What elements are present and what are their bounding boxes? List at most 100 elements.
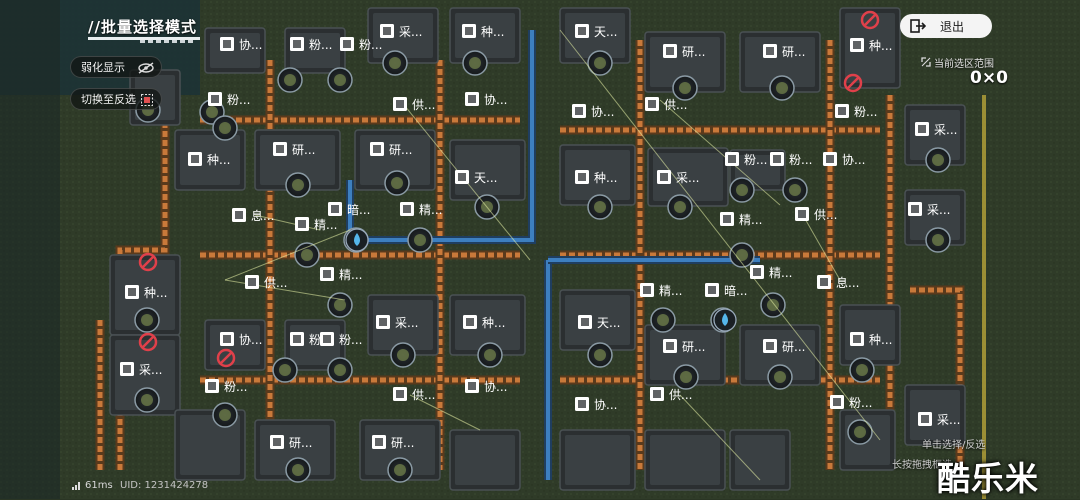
- machine-label[interactable]: 研...: [372, 435, 414, 450]
- machine-label-text: 精...: [314, 218, 337, 232]
- machine-top: [745, 37, 815, 87]
- item-slot-item: [484, 349, 496, 361]
- machine-label[interactable]: 研...: [370, 142, 412, 157]
- machine-label[interactable]: 协...: [575, 397, 617, 412]
- machine-label[interactable]: 供...: [795, 207, 837, 222]
- selection-range-value: 0×0: [970, 68, 1008, 88]
- machine-label[interactable]: 精...: [320, 267, 362, 282]
- machine-label[interactable]: 协...: [220, 332, 262, 347]
- machine-label[interactable]: 种...: [850, 332, 892, 347]
- machine-label[interactable]: 种...: [463, 315, 505, 330]
- crusher-icon-glyph: [211, 95, 219, 103]
- machine-label[interactable]: 精...: [295, 217, 337, 232]
- machine-label[interactable]: 暗...: [705, 283, 747, 298]
- machine-top: [115, 340, 175, 410]
- machine-label[interactable]: 供...: [650, 387, 692, 402]
- machine-label[interactable]: 研...: [273, 142, 315, 157]
- machine-label[interactable]: 协...: [465, 92, 507, 107]
- machine-top: [845, 13, 895, 83]
- machine-label[interactable]: 协...: [220, 37, 262, 52]
- item-slot-item: [736, 184, 748, 196]
- cube-icon-glyph: [581, 318, 589, 326]
- machine-label[interactable]: 采...: [908, 202, 950, 217]
- machine-label[interactable]: 采...: [657, 170, 699, 185]
- machine-label[interactable]: 供...: [393, 97, 435, 112]
- machine-label[interactable]: 粉...: [205, 379, 247, 394]
- machine-label-text: 供...: [412, 388, 435, 402]
- machine-label[interactable]: 天...: [575, 24, 617, 39]
- machine-label[interactable]: 天...: [578, 315, 620, 330]
- machine-label[interactable]: 供...: [245, 275, 287, 290]
- machine-label[interactable]: 协...: [823, 152, 865, 167]
- machine-label[interactable]: 粉...: [830, 395, 872, 410]
- machine-label[interactable]: 采...: [376, 315, 418, 330]
- machine-label[interactable]: 供...: [393, 387, 435, 402]
- machine-label[interactable]: 供...: [645, 97, 687, 112]
- machine-label[interactable]: 种...: [188, 152, 230, 167]
- switch-inverse-button[interactable]: 切换至反选: [70, 88, 162, 110]
- machine-label-text: 粉...: [849, 396, 872, 410]
- machine-label[interactable]: 协...: [572, 104, 614, 119]
- machine-label[interactable]: 粉...: [340, 37, 382, 52]
- brick-icon-glyph: [921, 415, 929, 423]
- machine-label-text: 研...: [292, 143, 315, 157]
- machine-label[interactable]: 粉...: [208, 92, 250, 107]
- doc-icon-glyph: [575, 107, 583, 115]
- machine-label[interactable]: 采...: [918, 412, 960, 427]
- machine-top: [845, 310, 895, 360]
- exit-button[interactable]: 退出: [900, 14, 992, 38]
- machine-label[interactable]: 研...: [270, 435, 312, 450]
- machine-label[interactable]: 精...: [720, 212, 762, 227]
- machine-label-text: 天...: [594, 25, 617, 39]
- crusher-icon-glyph: [343, 40, 351, 48]
- item-slot-item: [389, 57, 401, 69]
- machine-label[interactable]: 暗...: [328, 202, 370, 217]
- machine-label[interactable]: 精...: [750, 265, 792, 280]
- machine-label[interactable]: 采...: [380, 24, 422, 39]
- machine-label[interactable]: 精...: [400, 202, 442, 217]
- machine-label-text: 供...: [669, 388, 692, 402]
- machine-top: [650, 435, 720, 485]
- machine-top: [180, 415, 240, 475]
- machine-label-text: 暗...: [347, 202, 370, 217]
- mode-title: //批量选择模式: [88, 18, 197, 36]
- machine-label[interactable]: 协...: [465, 379, 507, 394]
- machine-label-text: 协...: [239, 332, 262, 347]
- machine-label[interactable]: 研...: [663, 339, 705, 354]
- machine-label[interactable]: 粉...: [725, 152, 767, 167]
- machine-label[interactable]: 研...: [663, 44, 705, 59]
- exit-icon: [910, 19, 926, 33]
- item-slot-item: [219, 409, 231, 421]
- machine-label[interactable]: 精...: [640, 283, 682, 298]
- machine-label-text: 粉...: [227, 93, 250, 107]
- crusher-icon-glyph: [838, 107, 846, 115]
- machine-label[interactable]: 种...: [850, 38, 892, 53]
- brick-icon-glyph: [918, 125, 926, 133]
- machine-label[interactable]: 研...: [763, 339, 805, 354]
- machine-label[interactable]: 天...: [455, 170, 497, 185]
- machine-label[interactable]: 种...: [462, 24, 504, 39]
- machine-label-text: 采...: [676, 171, 699, 185]
- weaken-display-toggle[interactable]: 弱化显示: [70, 56, 162, 78]
- machine-label[interactable]: 采...: [915, 122, 957, 137]
- machine-label[interactable]: 粉...: [290, 37, 332, 52]
- machine-top: [455, 145, 520, 195]
- machine-label[interactable]: 粉...: [770, 152, 812, 167]
- item-slot-item: [736, 249, 748, 261]
- machine-label-text: 协...: [591, 104, 614, 119]
- machine-label[interactable]: 采...: [120, 362, 162, 377]
- selection-range-label: 当前选区范围: [934, 59, 994, 70]
- plant-icon-glyph: [578, 173, 586, 181]
- refinery-icon-glyph: [643, 286, 651, 294]
- region-border: [982, 95, 986, 499]
- machine-label[interactable]: 种...: [575, 170, 617, 185]
- machine-label[interactable]: 粉...: [835, 104, 877, 119]
- machine-label[interactable]: 粉...: [320, 332, 362, 347]
- machine-label[interactable]: 息...: [232, 208, 274, 223]
- machine-label[interactable]: 种...: [125, 285, 167, 300]
- machine-label[interactable]: 息...: [817, 275, 859, 290]
- machine-label[interactable]: 研...: [763, 44, 805, 59]
- grinder-icon-glyph: [666, 342, 674, 350]
- refinery-icon-glyph: [298, 220, 306, 228]
